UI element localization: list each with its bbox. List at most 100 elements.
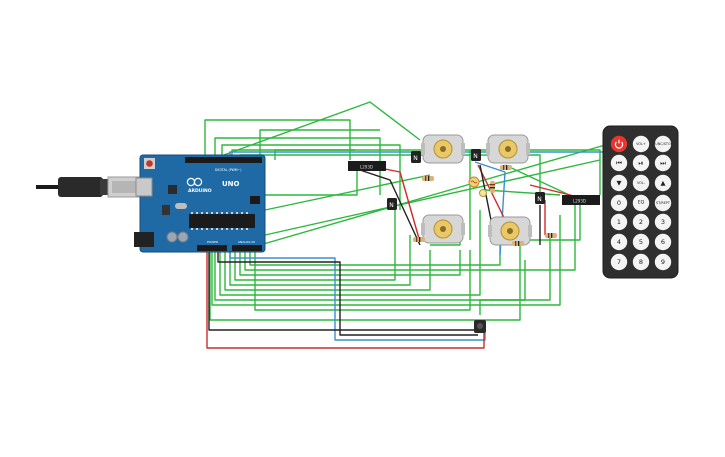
usb-cable: [36, 176, 141, 198]
remote-button[interactable]: [632, 174, 650, 192]
arduino-uno-board[interactable]: DIGITAL (PWM~) ARDUINO UNO: [134, 154, 266, 253]
power-header[interactable]: [197, 245, 227, 251]
analog-header[interactable]: [232, 245, 262, 251]
npn-transistor[interactable]: N: [535, 192, 545, 204]
resistor[interactable]: [422, 176, 434, 181]
model-label: UNO: [222, 180, 240, 188]
wire-red[interactable]: [206, 250, 485, 349]
remote-button[interactable]: [610, 233, 628, 251]
remote-button[interactable]: [632, 135, 650, 153]
remote-button-label: 3: [661, 218, 665, 226]
svg-text:N: N: [389, 202, 394, 209]
remote-button[interactable]: [632, 213, 650, 231]
remote-button-label: 9: [661, 258, 665, 266]
npn-transistor[interactable]: N: [471, 149, 481, 161]
remote-button-label: 6: [661, 238, 665, 246]
remote-button[interactable]: [654, 233, 672, 251]
remote-button[interactable]: [654, 174, 672, 192]
wire-green[interactable]: [479, 260, 526, 315]
remote-button-label: ▲: [661, 179, 666, 187]
svg-text:N: N: [537, 196, 542, 203]
remote-button[interactable]: [632, 154, 650, 172]
dc-motor[interactable]: [486, 134, 530, 164]
remote-button[interactable]: [610, 154, 628, 172]
driver-label: L293D: [573, 199, 586, 204]
remote-button[interactable]: [632, 233, 650, 251]
brand-label: ARDUINO: [188, 188, 212, 194]
remote-button[interactable]: [610, 174, 628, 192]
wire-blue[interactable]: [229, 250, 486, 341]
led[interactable]: [479, 189, 487, 197]
wire-green[interactable]: [234, 210, 396, 281]
wire-green[interactable]: [211, 215, 561, 306]
power-button[interactable]: [610, 135, 628, 153]
remote-button-label: 2: [639, 218, 643, 226]
resistor[interactable]: [413, 237, 425, 242]
dc-motor[interactable]: [421, 214, 465, 244]
remote-button[interactable]: [654, 154, 672, 172]
remote-button-label: VOL+: [636, 142, 646, 146]
remote-button[interactable]: [610, 213, 628, 231]
wire-green[interactable]: [229, 235, 411, 286]
svg-text:N: N: [473, 153, 478, 160]
motor-driver-chip[interactable]: L293D: [348, 161, 386, 171]
wire-green[interactable]: [214, 235, 551, 301]
driver-label: L293D: [360, 165, 373, 170]
wire-black[interactable]: [359, 169, 421, 246]
dc-motor[interactable]: [421, 134, 465, 164]
npn-transistor[interactable]: N: [411, 151, 421, 163]
wire-green[interactable]: [259, 129, 380, 160]
wire-green[interactable]: [209, 101, 421, 161]
power-icon: [614, 139, 624, 149]
wire-green[interactable]: [259, 144, 606, 246]
remote-button[interactable]: [654, 253, 672, 271]
remote-button-label: VOL-: [637, 181, 646, 185]
wire-green[interactable]: [204, 119, 351, 160]
wire-green[interactable]: [274, 149, 355, 160]
atmega-chip: [189, 214, 255, 228]
analog-label: ANALOG IN: [238, 240, 255, 244]
wire-green[interactable]: [504, 164, 581, 241]
remote-button[interactable]: [610, 253, 628, 271]
digital-header[interactable]: [185, 157, 262, 163]
remote-button-label: ST/REPT: [656, 201, 671, 205]
dc-motor[interactable]: [488, 216, 532, 246]
resistor[interactable]: [512, 241, 524, 246]
wire-black[interactable]: [208, 250, 475, 331]
remote-button[interactable]: [610, 194, 628, 212]
wire-green[interactable]: [219, 210, 481, 296]
remote-button-label: ⏮: [616, 159, 622, 167]
resistor[interactable]: [490, 181, 495, 193]
motor-driver-chip[interactable]: L293D: [562, 195, 600, 205]
wire-green[interactable]: [209, 240, 521, 321]
remote-button-label: ▼: [617, 179, 622, 187]
remote-button[interactable]: [654, 213, 672, 231]
wire-red[interactable]: [379, 167, 421, 243]
wire-green[interactable]: [244, 200, 576, 271]
remote-button[interactable]: [632, 194, 650, 212]
wire-green[interactable]: [484, 189, 561, 196]
wire-green[interactable]: [264, 159, 601, 236]
resistor[interactable]: [500, 165, 512, 170]
remote-button-label: EQ: [638, 200, 645, 206]
npn-transistor[interactable]: N: [387, 198, 397, 210]
ir-receiver[interactable]: [474, 320, 486, 333]
remote-button[interactable]: [654, 194, 672, 212]
wire-green[interactable]: [254, 250, 471, 311]
remote-button-label: 0: [617, 199, 621, 207]
remote-button-label: 4: [617, 238, 621, 246]
remote-button[interactable]: [654, 135, 672, 153]
digital-label: DIGITAL (PWM~): [215, 168, 241, 172]
resistor[interactable]: [545, 233, 557, 238]
remote-button-label: ⏭: [660, 159, 666, 167]
arduino-logo: [186, 177, 203, 187]
remote-button-label: 1: [617, 218, 621, 226]
wire-green[interactable]: [265, 170, 358, 196]
wire-green[interactable]: [221, 144, 401, 210]
remote-button[interactable]: [632, 253, 650, 271]
photoresistor[interactable]: [468, 176, 480, 188]
wire-black[interactable]: [217, 250, 478, 336]
